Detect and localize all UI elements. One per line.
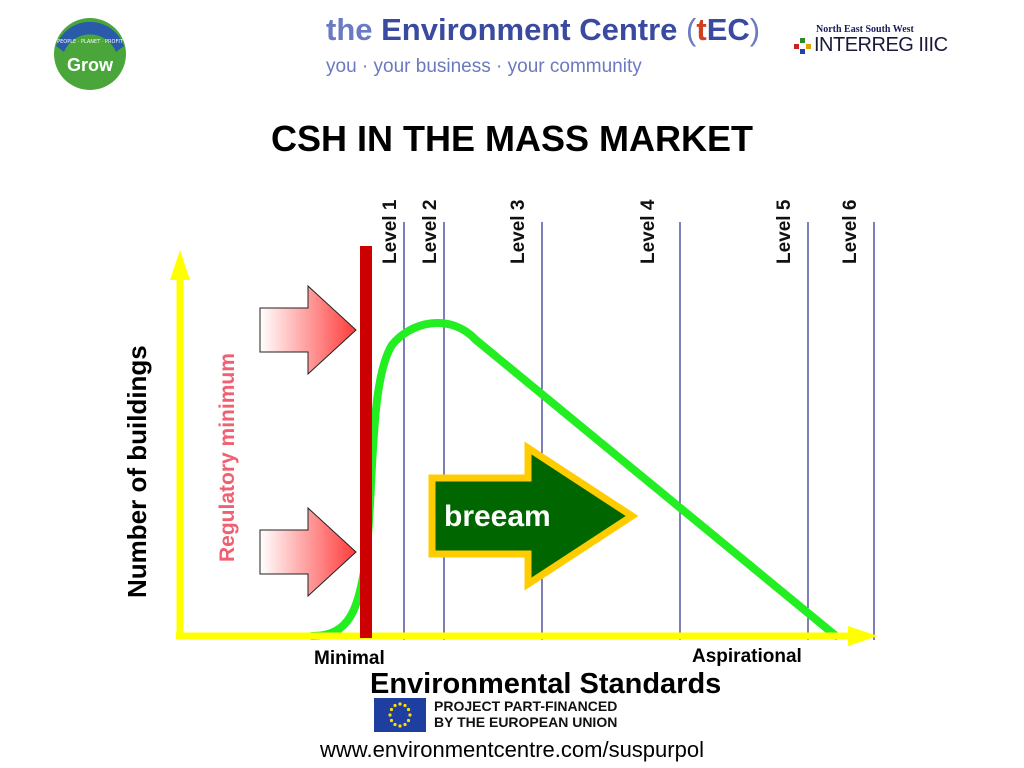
regulatory-minimum-bar bbox=[360, 246, 372, 638]
axes bbox=[170, 250, 878, 646]
level-4-label: Level 4 bbox=[638, 199, 659, 264]
x-axis-arrowhead bbox=[848, 626, 878, 646]
pressure-arrow-lower bbox=[259, 506, 357, 598]
interreg-logo-text: INTERREG IIIC bbox=[814, 34, 948, 56]
level-5-label: Level 5 bbox=[774, 199, 795, 264]
interreg-mark-icon bbox=[794, 38, 811, 54]
minimal-label: Minimal bbox=[314, 648, 385, 669]
grow-logo: PEOPLE · PLANET · PROFIT Grow bbox=[54, 18, 126, 90]
tec-title-the: the bbox=[326, 12, 373, 47]
x-axis-label: Environmental Standards bbox=[370, 668, 722, 700]
eu-flag-icon bbox=[374, 698, 426, 732]
y-axis-arrowhead bbox=[170, 250, 190, 280]
level-3-label: Level 3 bbox=[508, 199, 529, 264]
level-lines bbox=[403, 222, 875, 640]
tec-title-paren-close: ) bbox=[749, 12, 761, 47]
svg-text:PEOPLE · PLANET · PROFIT: PEOPLE · PLANET · PROFIT bbox=[57, 39, 124, 45]
aspirational-label: Aspirational bbox=[692, 646, 802, 667]
page-title: CSH IN THE MASS MARKET bbox=[270, 118, 753, 159]
interreg-subtitle: North East South West bbox=[816, 24, 914, 35]
eu-funding-text: PROJECT PART-FINANCED BY THE EUROPEAN UN… bbox=[434, 698, 617, 730]
pressure-arrow-upper bbox=[259, 284, 357, 376]
eu-funding-line-1: PROJECT PART-FINANCED bbox=[434, 698, 618, 714]
level-1-label: Level 1 bbox=[380, 199, 401, 264]
y-axis-label: Number of buildings bbox=[122, 345, 152, 598]
market-distribution-curve bbox=[308, 319, 840, 640]
regulatory-minimum-label: Regulatory minimum bbox=[216, 353, 239, 562]
tec-title-paren-open: ( bbox=[686, 12, 697, 47]
breeam-label: breeam bbox=[444, 500, 551, 533]
tec-title-main: Environment Centre bbox=[381, 12, 678, 47]
eu-funding-line-2: BY THE EUROPEAN UNION bbox=[434, 714, 618, 730]
level-6-label: Level 6 bbox=[840, 199, 861, 264]
footer-url[interactable]: www.environmentcentre.com/suspurpol bbox=[320, 737, 704, 762]
tec-logo-subtitle: you · your business · your community bbox=[326, 56, 642, 77]
svg-text:Grow: Grow bbox=[67, 55, 114, 75]
tec-logo-title: the Environment Centre (tEC) bbox=[326, 12, 760, 48]
level-2-label: Level 2 bbox=[420, 199, 441, 264]
tec-title-t: t bbox=[696, 12, 707, 47]
tec-title-ec: EC bbox=[706, 12, 750, 47]
breeam-arrow bbox=[428, 441, 639, 591]
